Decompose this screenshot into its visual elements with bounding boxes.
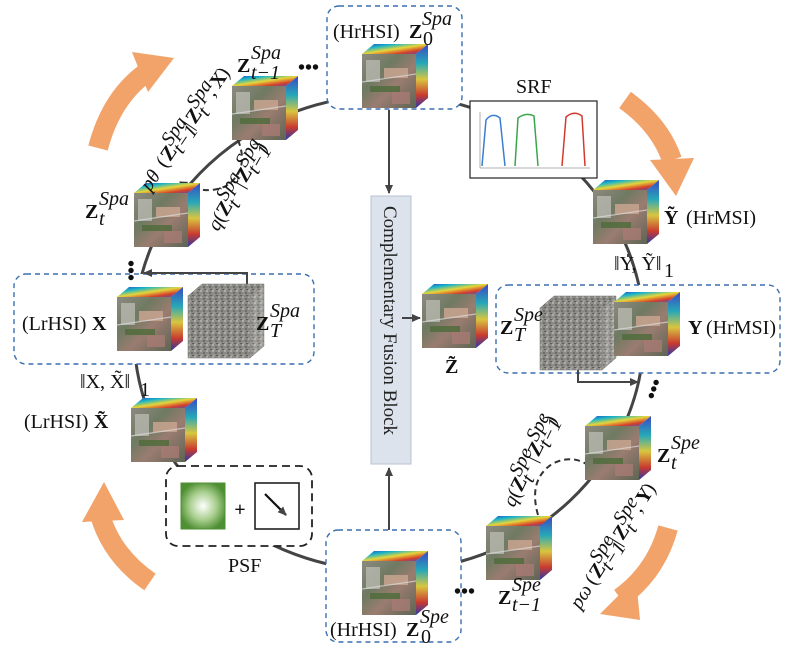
label-hrhsi-bottom: (HrHSI): [330, 619, 397, 641]
svg-text:‖X, X̃‖: ‖X, X̃‖: [80, 369, 130, 393]
svg-text:t−1: t−1: [251, 62, 280, 84]
label-psf: PSF: [228, 555, 261, 577]
svg-text:0: 0: [423, 28, 433, 50]
symbol-z-tminus1-spa: Z Spa t−1: [237, 42, 281, 84]
symbol-z0-spe: Z Spe 0: [406, 606, 449, 648]
norm-y: ‖Y, Ỹ‖ 1: [614, 251, 674, 282]
label-hrhsi-top: (HrHSI): [333, 21, 400, 43]
svg-text:Spa: Spa: [251, 42, 281, 64]
svg-text:t: t: [99, 208, 105, 230]
svg-text:Spe: Spe: [671, 432, 700, 454]
cube-z0-spe: [361, 550, 429, 616]
cube-z-t-spe: [584, 415, 652, 481]
psf-plus: +: [234, 499, 245, 521]
dots-top: •••: [298, 57, 319, 79]
svg-text:Spa: Spa: [99, 188, 129, 210]
symbol-z-t-spe: Z Spe t: [657, 432, 700, 474]
svg-text:Spe: Spe: [420, 606, 449, 628]
svg-text:Spe: Spe: [514, 304, 543, 326]
svg-text:1: 1: [140, 379, 150, 401]
symbol-z-T-spa: Z Spa T: [256, 300, 300, 342]
label-hrmsi-y: (HrMSI): [706, 317, 776, 339]
symbol-y: Y: [688, 317, 703, 339]
symbol-z-tilde: Z̃: [445, 355, 458, 378]
noise-cube-spa: [187, 283, 265, 359]
cube-z0-spa: [361, 43, 429, 109]
svg-text:Spa: Spa: [422, 8, 452, 30]
psf-box: +: [165, 465, 313, 547]
orange-arrow-bottom-right: [600, 525, 678, 620]
cube-z-t-spa: [133, 182, 201, 248]
svg-text:‖Y, Ỹ‖: ‖Y, Ỹ‖: [614, 251, 662, 275]
dots-bottom: •••: [454, 581, 475, 603]
label-srf: SRF: [516, 76, 552, 98]
psf-kernel: [180, 482, 226, 530]
symbol-z0-spa: Z Spa 0: [409, 8, 452, 50]
cube-y-tilde: [592, 179, 660, 245]
symbol-z-t-spa: Z Spa t: [85, 188, 129, 230]
symbol-z-T-spe: Z Spe T: [500, 304, 543, 346]
orange-arrow-bottom-left: [82, 482, 156, 591]
cube-x-tilde: [130, 397, 198, 463]
svg-text:t−1: t−1: [512, 594, 541, 616]
srf-plot: [469, 100, 598, 179]
noise-cube-spe: [539, 295, 617, 371]
cube-lrhsi-x: [116, 286, 184, 352]
svg-text:Z: Z: [256, 313, 269, 335]
svg-text:Z: Z: [406, 619, 419, 641]
label-q-spe: q ( Z Spe t | Z Spe t−1 ): [499, 409, 567, 510]
cube-z-tminus1-spe: [485, 515, 553, 581]
svg-text:Z: Z: [498, 587, 511, 609]
svg-text:Z: Z: [409, 21, 422, 43]
svg-text:Z: Z: [85, 201, 98, 223]
cube-z-tminus1-spa: [231, 75, 299, 141]
svg-text:Spa: Spa: [270, 300, 300, 322]
symbol-x: X: [92, 313, 107, 335]
svg-text:0: 0: [421, 626, 431, 648]
label-hrmsi-ytilde: (HrMSI): [686, 207, 756, 229]
symbol-z-tminus1-spe: Z Spe t−1: [498, 574, 541, 616]
svg-text:Z: Z: [500, 317, 513, 339]
label-lrhsi-x: (LrHSI): [22, 313, 86, 335]
svg-text:1: 1: [664, 260, 674, 282]
fusion-block: [370, 195, 412, 465]
svg-text:T: T: [270, 320, 283, 342]
dots-right: •••: [640, 376, 668, 403]
label-q-spa: q ( Z Spa t | Z Spa t−1 ): [203, 134, 276, 235]
svg-text:t: t: [671, 452, 677, 474]
dots-left: •••: [119, 260, 141, 281]
orange-arrow-top-left: [88, 52, 174, 151]
svg-text:T: T: [514, 324, 527, 346]
svg-text:Z: Z: [237, 55, 250, 77]
norm-x: ‖X, X̃‖ 1: [80, 369, 150, 401]
cube-z-tilde: [421, 283, 489, 349]
orange-arrow-top-right: [619, 91, 694, 196]
svg-text:Spe: Spe: [512, 574, 541, 596]
cube-y-hrmsi: [613, 291, 681, 357]
symbol-x-tilde: X̃: [94, 410, 109, 433]
fusion-block-label: Complementary Fusion Block: [379, 206, 400, 436]
symbol-y-tilde: Ỹ: [664, 205, 679, 229]
svg-text:Z: Z: [657, 445, 670, 467]
label-lrhsi-xtilde: (LrHSI): [24, 411, 88, 433]
